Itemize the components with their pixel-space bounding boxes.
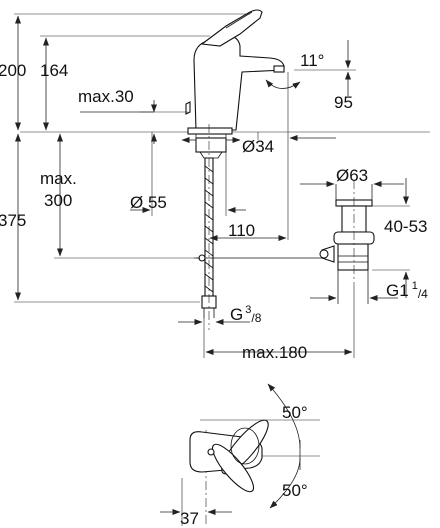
label-diameter-34: Ø34 — [242, 137, 274, 156]
label-95: 95 — [334, 93, 353, 112]
label-375: 375 — [0, 211, 26, 230]
spout-aerator — [273, 65, 285, 73]
label-50-degree-bottom: 50° — [282, 481, 308, 500]
label-11-degree: 11° — [300, 51, 324, 70]
lever-handle — [200, 9, 263, 47]
label-40-53: 40-53 — [384, 217, 427, 236]
label-164: 164 — [40, 61, 68, 80]
dimension-labels: 200 164 max.30 11° 95 Ø34 max. 300 375 Ø… — [0, 51, 428, 528]
label-300: 300 — [44, 191, 72, 210]
label-200: 200 — [0, 61, 26, 80]
label-max: max. — [40, 169, 77, 188]
label-50-degree-top: 50° — [282, 403, 308, 422]
label-max180: max.180 — [242, 343, 307, 362]
label-diameter-55: Ø 55 — [130, 193, 167, 212]
waste-fitting — [319, 199, 375, 271]
mounting-flange — [187, 127, 233, 135]
label-diameter-63: Ø63 — [336, 166, 368, 185]
label-110: 110 — [228, 221, 255, 240]
faucet-top-view — [160, 383, 320, 526]
faucet-body — [193, 35, 285, 131]
pop-up-rod-knob — [185, 101, 191, 115]
dimension-lines — [14, 13, 410, 358]
label-max30: max.30 — [78, 87, 134, 106]
label-37: 37 — [180, 509, 199, 528]
mounting-nut — [195, 137, 227, 153]
faucet-side-view — [20, 9, 430, 318]
